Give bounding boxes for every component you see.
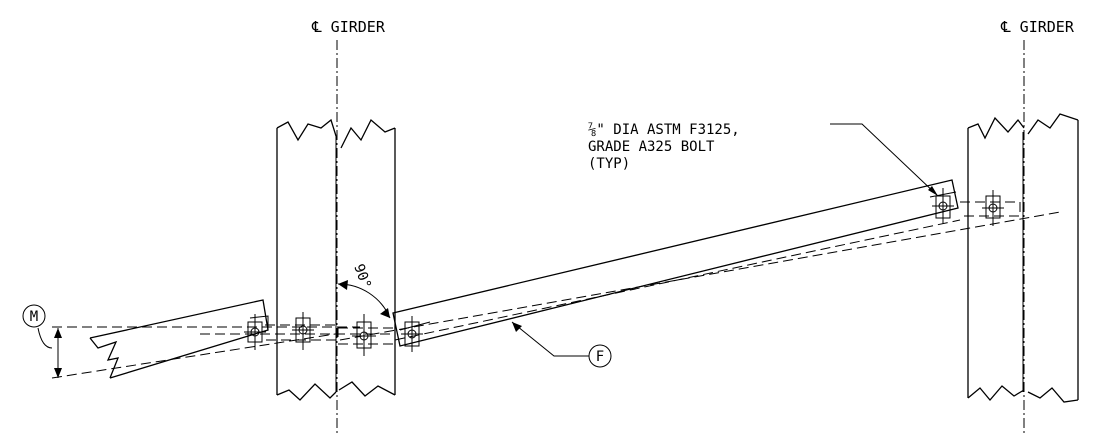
callout-f-leader <box>511 321 589 357</box>
angle-label: 90° <box>350 262 374 291</box>
bolt-2 <box>292 312 314 350</box>
left-girder-web <box>276 118 396 401</box>
bolt-5 <box>932 188 954 224</box>
bolt-note-line-1: ⅞" DIA ASTM F3125, <box>588 122 740 138</box>
bolt-note: ⅞" DIA ASTM F3125, GRADE A325 BOLT (TYP) <box>588 122 939 197</box>
slope-arrow-top <box>54 328 62 338</box>
callout-f-arrowhead <box>512 322 522 332</box>
callout-m-label: M <box>30 309 38 325</box>
callout-m-leader <box>37 327 53 349</box>
angle-arrow-bottom <box>380 308 390 318</box>
right-girder-web <box>967 113 1079 403</box>
bolt-4 <box>401 316 423 352</box>
slope-arrow-bottom <box>54 368 62 378</box>
work-lines <box>51 211 1061 379</box>
main-diagonal-member <box>392 179 959 347</box>
bolt-note-line-2: GRADE A325 BOLT <box>588 139 715 155</box>
callout-m-circle <box>22 304 46 328</box>
bolt-note-leader <box>830 123 939 197</box>
left-angle-member <box>89 299 269 379</box>
callout-m: M <box>22 304 62 378</box>
bolt-1 <box>244 314 266 350</box>
bolt-note-arrowhead <box>928 186 938 196</box>
callout-f: F <box>511 321 612 368</box>
right-angle-dimension: 90° <box>337 262 391 319</box>
bolt-note-line-3: (TYP) <box>588 156 630 172</box>
bolt-6 <box>982 190 1004 226</box>
left-girder-label: ℄ GIRDER <box>311 18 386 36</box>
connection-plates <box>265 201 1021 345</box>
angle-arrow-top <box>338 280 348 290</box>
right-girder-label: ℄ GIRDER <box>1000 18 1075 36</box>
callout-f-label: F <box>596 349 604 365</box>
bolt-3 <box>352 314 376 356</box>
